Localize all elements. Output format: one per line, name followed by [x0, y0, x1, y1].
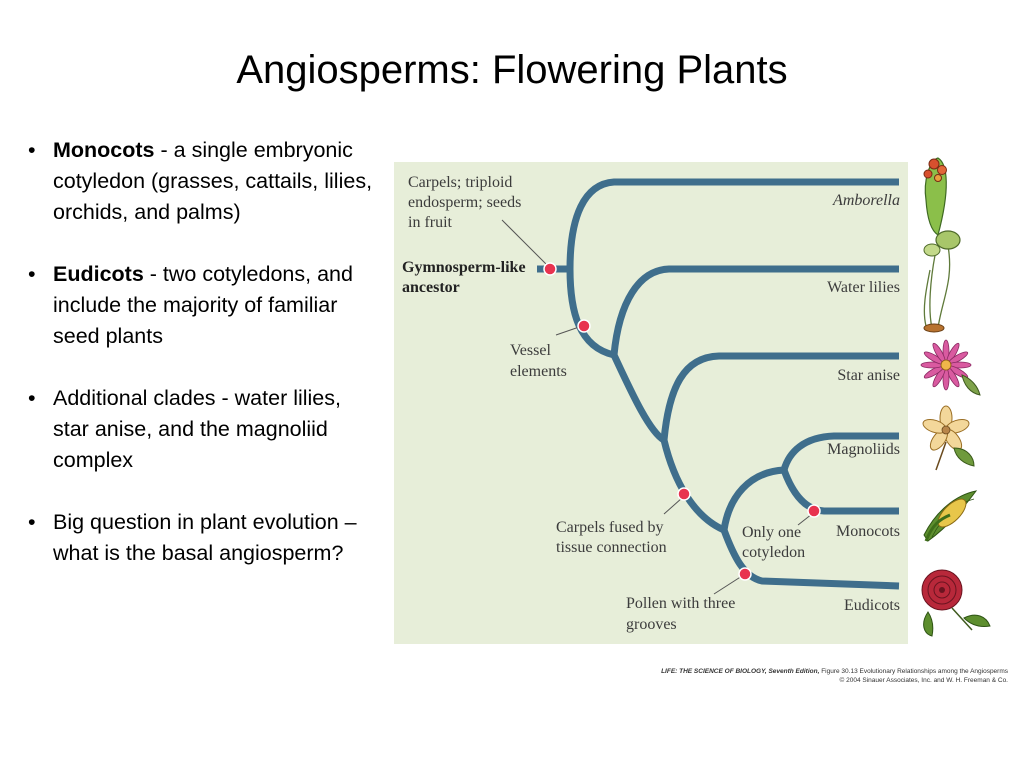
bullet-additional-clades: • Additional clades - water lilies, star … [26, 383, 376, 476]
amborella-icon [923, 157, 947, 236]
branch-monocots [780, 468, 899, 515]
trait-fused-line2: tissue connection [556, 539, 667, 556]
star-anise-icon [920, 339, 981, 396]
bullet-list: • Monocots - a single embryonic cotyledon… [26, 135, 376, 600]
taxon-eudicots: Eudicots [844, 597, 900, 614]
phylogeny-tree: Carpels; triploid endosperm; seeds in fr… [402, 174, 900, 633]
branch-angiosperm-stem [566, 268, 615, 359]
trait-carpels-line3: in fruit [408, 214, 453, 231]
branch-mesangiosperm-stem [660, 439, 726, 534]
bullet-dot: • [28, 262, 36, 286]
trait-markers [543, 262, 821, 581]
bullet-dot: • [28, 386, 36, 410]
branch-water-lilies [610, 265, 899, 356]
trait-vessel-line2: elements [510, 363, 567, 380]
bullet-dot: • [28, 138, 36, 162]
branch-amborella [566, 178, 899, 270]
branch-star-anise [660, 352, 899, 441]
taxon-water-lilies: Water lilies [827, 279, 900, 296]
magnolia-icon [922, 405, 975, 471]
bullet-text: Additional clades - water lilies, star a… [53, 386, 341, 472]
taxon-star-anise: Star anise [837, 367, 900, 384]
bullet-bold: Monocots [53, 138, 155, 162]
trait-carpels-line1: Carpels; triploid [408, 174, 512, 191]
bullet-text: Big question in plant evolution – what i… [53, 510, 357, 565]
credit-line2: © 2004 Sinauer Associates, Inc. and W. H… [839, 677, 1008, 684]
phylogeny-diagram: Carpels; triploid endosperm; seeds in fr… [394, 162, 908, 644]
ancestor-label-line2: ancestor [402, 279, 460, 296]
branch-star-anise-stem [610, 353, 667, 444]
credit-figure: Figure 30.13 Evolutionary Relationships … [819, 668, 1008, 675]
figure-credit: LIFE: THE SCIENCE OF BIOLOGY, Seventh Ed… [661, 667, 1008, 685]
bullet-text: - a single embryonic cotyledon (grasses,… [53, 138, 373, 224]
taxon-amborella: Amborella [832, 192, 900, 209]
rose-icon [921, 569, 991, 637]
trait-cotyledon-line2: cotyledon [742, 544, 805, 561]
taxon-magnoliids: Magnoliids [827, 441, 900, 458]
bullet-dot: • [28, 510, 36, 534]
marker-carpels [543, 262, 557, 276]
bullet-monocots: • Monocots - a single embryonic cotyledon… [26, 135, 376, 228]
trait-vessel-line1: Vessel [510, 342, 551, 359]
bullet-bold: Eudicots [53, 262, 144, 286]
slide-title: Angiosperms: Flowering Plants [236, 48, 788, 92]
credit-book-title: LIFE: THE SCIENCE OF BIOLOGY, Seventh Ed… [661, 668, 820, 675]
marker-pollen [738, 567, 752, 581]
leader-lines [501, 219, 813, 595]
branch-magnoliid-monocot-stem [720, 466, 785, 531]
trait-carpels-line2: endosperm; seeds [408, 194, 521, 211]
plant-illustrations [920, 157, 991, 637]
ancestor-label-line1: Gymnosperm-like [402, 259, 526, 276]
corn-icon [923, 490, 978, 542]
water-lily-icon [923, 230, 961, 333]
marker-vessel [577, 319, 591, 333]
trait-pollen-line1: Pollen with three [626, 595, 735, 612]
marker-cotyledon [807, 504, 821, 518]
branch-eudicots [720, 528, 900, 590]
branch-magnoliids [780, 432, 899, 472]
trait-cotyledon-line1: Only one [742, 524, 801, 541]
trait-fused-line1: Carpels fused by [556, 519, 664, 536]
bullet-big-question: • Big question in plant evolution – what … [26, 507, 376, 569]
taxon-monocots: Monocots [836, 523, 900, 540]
marker-fused [677, 487, 691, 501]
credit-line1: LIFE: THE SCIENCE OF BIOLOGY, Seventh Ed… [661, 667, 1008, 676]
bullet-eudicots: • Eudicots - two cotyledons, and include … [26, 259, 376, 352]
bullet-text: - two cotyledons, and include the majori… [53, 262, 353, 348]
trait-pollen-line2: grooves [626, 616, 677, 633]
